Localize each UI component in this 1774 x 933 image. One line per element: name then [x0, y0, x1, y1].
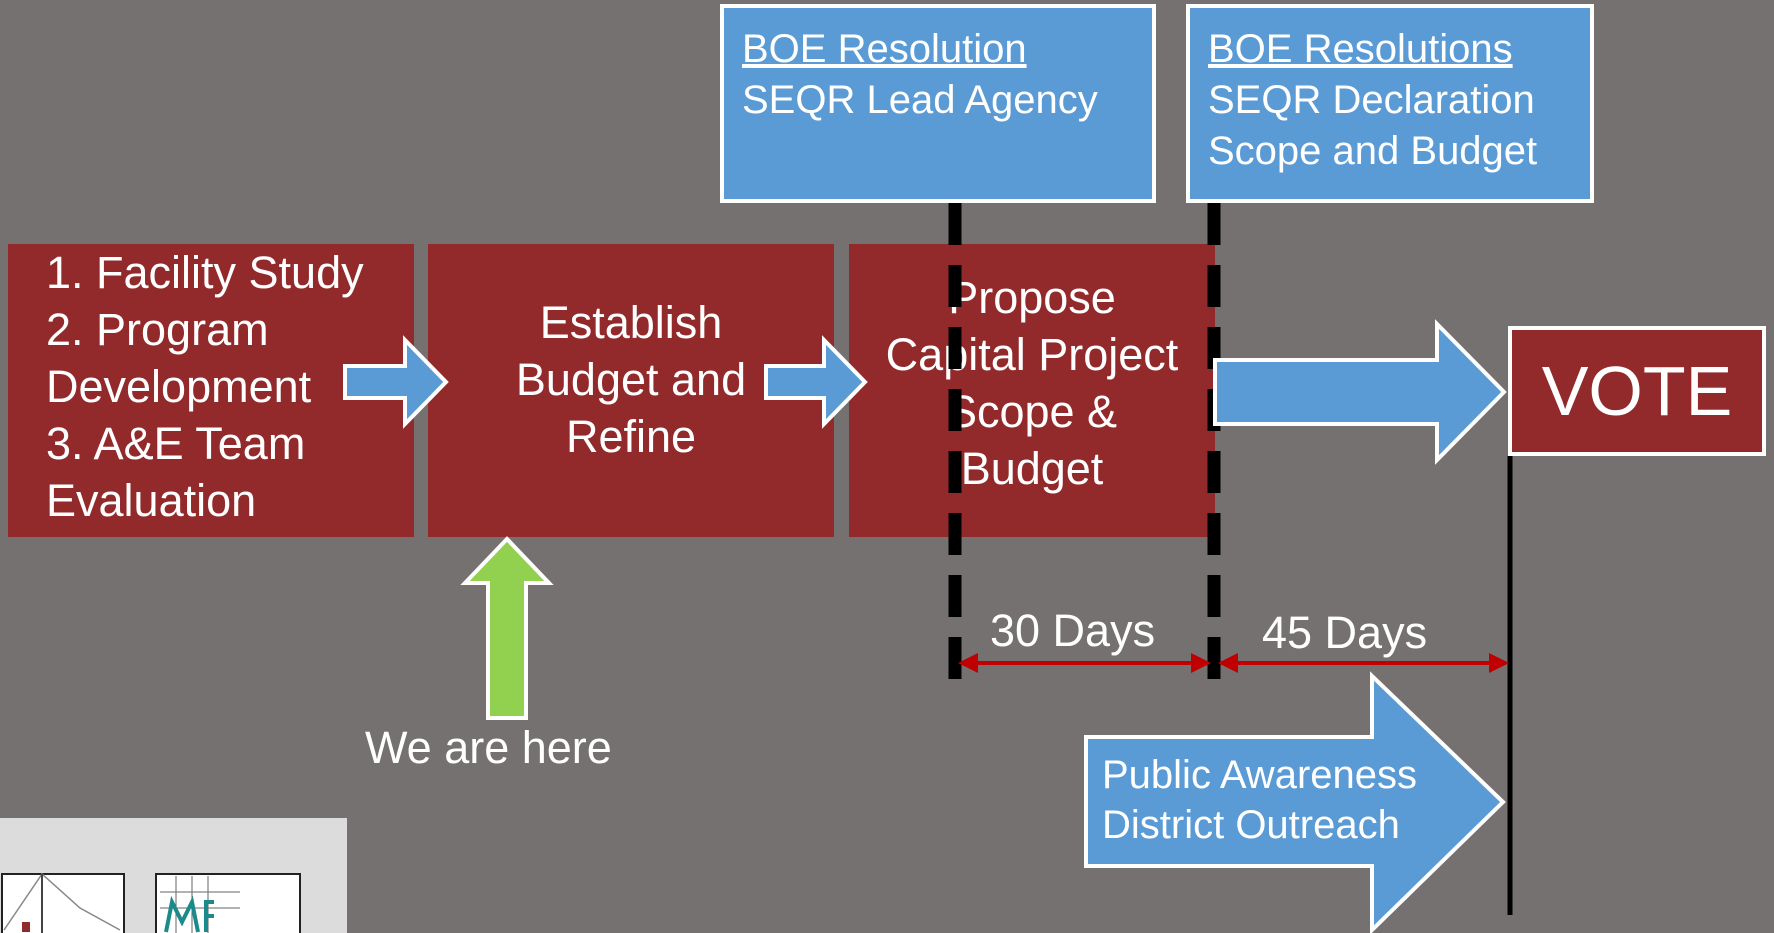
callout-declaration-line-2: Scope and Budget	[1208, 129, 1538, 173]
house-logo	[1, 872, 125, 933]
grid-monogram-logo	[155, 873, 301, 933]
logo-panel	[0, 818, 347, 933]
arrow-step3-to-vote	[1213, 319, 1507, 465]
interval-arrow-30-days	[958, 653, 1211, 673]
logos-graphic	[1, 872, 301, 933]
step3-line-1: Propose	[948, 272, 1116, 323]
step1-line-5: Evaluation	[46, 475, 257, 526]
step-propose-project-box: Propose Capital Project Scope & Budget	[849, 244, 1215, 537]
callout-declaration-heading: BOE Resolutions	[1208, 27, 1513, 71]
step3-line-2: Capital Project	[885, 329, 1179, 380]
step3-line-3: Scope &	[946, 386, 1118, 437]
callout-lead-agency-line-1: SEQR Lead Agency	[742, 78, 1098, 122]
arrow-step1-to-step2	[343, 335, 449, 429]
callout-declaration: BOE Resolutions SEQR Declaration Scope a…	[1186, 4, 1594, 203]
step3-line-4: Budget	[960, 443, 1104, 494]
interval-arrow-45-days	[1218, 653, 1509, 673]
callout-lead-agency-heading: BOE Resolution	[742, 27, 1027, 71]
step2-line-3: Refine	[565, 411, 697, 462]
step1-line-3: Development	[46, 361, 312, 412]
outreach-line-2: District Outreach	[1102, 803, 1400, 847]
arrow-step2-to-step3	[764, 335, 868, 429]
step1-line-1: 1. Facility Study	[46, 247, 364, 298]
we-are-here-arrow	[460, 536, 554, 720]
we-are-here-label: We are here	[365, 722, 612, 773]
callout-lead-agency: BOE Resolution SEQR Lead Agency	[720, 4, 1156, 203]
interval-label-45-days: 45 Days	[1262, 607, 1428, 658]
outreach-line-1: Public Awareness	[1102, 753, 1417, 797]
outreach-arrow	[1084, 671, 1506, 933]
interval-label-30-days: 30 Days	[990, 605, 1156, 656]
step2-line-1: Establish	[539, 297, 723, 348]
callout-declaration-line-1: SEQR Declaration	[1208, 78, 1535, 122]
step1-line-4: 3. A&E Team	[46, 418, 306, 469]
step1-line-2: 2. Program	[46, 304, 269, 355]
vote-box: VOTE	[1508, 326, 1766, 456]
step2-line-2: Budget and	[515, 354, 747, 405]
